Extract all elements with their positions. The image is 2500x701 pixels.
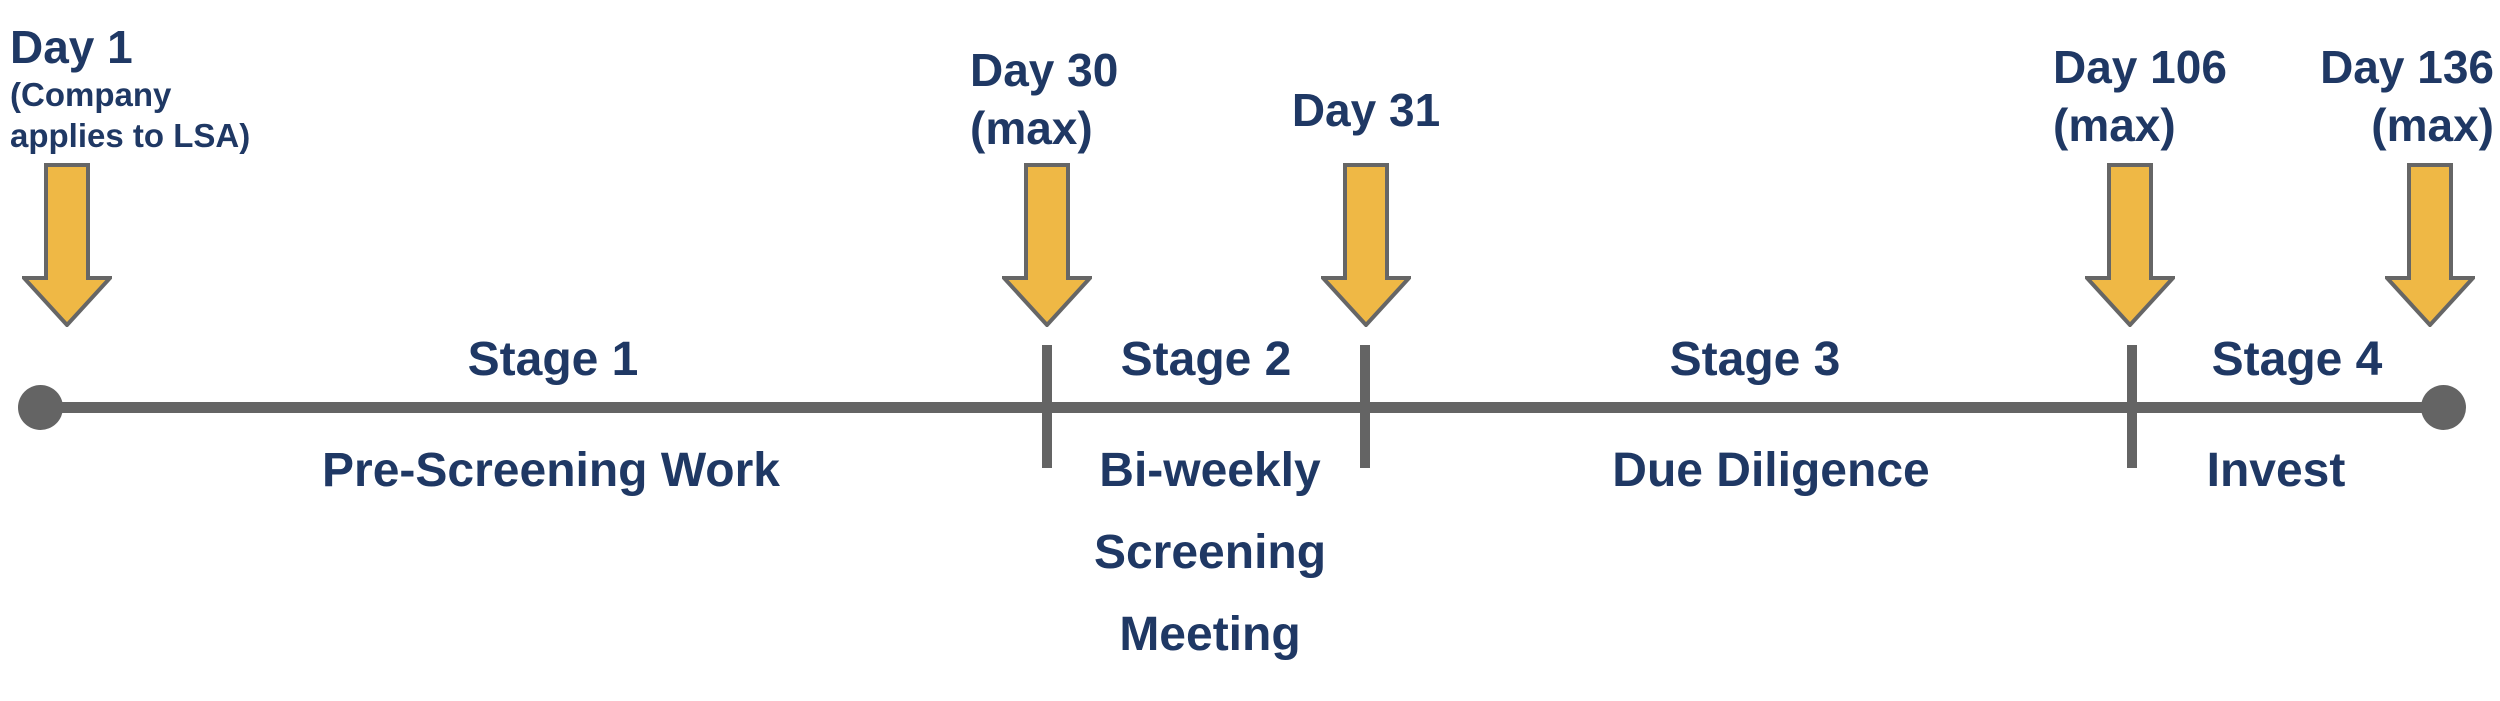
stage-name-line: Screening	[1093, 526, 1327, 579]
stage3-label: Stage 3	[1669, 333, 1841, 386]
milestone-subtitle-line: (max)	[2371, 99, 2494, 151]
stage1-label: Stage 1	[467, 333, 639, 386]
milestone-title: Day 1	[10, 21, 133, 73]
timeline-start-dot	[18, 385, 63, 430]
stage4-label: Stage 4	[2211, 333, 2383, 386]
stage3-name: Due Diligence	[1612, 430, 1929, 512]
stage4-name: Invest	[2207, 430, 2346, 512]
timeline-tick-stage3-4	[2127, 345, 2137, 468]
milestone-day106-label: Day 106 (max)	[2053, 38, 2227, 154]
stage2-name: Bi-weekly Screening Meeting	[1094, 430, 1326, 676]
milestone-day1-label: Day 1 (Company applies to LSA)	[10, 20, 250, 156]
down-arrow-icon	[22, 163, 112, 327]
stage-name-line: Pre-Screening Work	[322, 444, 780, 497]
stage2-label: Stage 2	[1120, 333, 1292, 386]
timeline-end-dot	[2421, 385, 2466, 430]
milestone-title: Day 136	[2320, 41, 2494, 93]
milestone-title: Day 106	[2053, 41, 2227, 93]
milestone-title: Day 30	[970, 44, 1119, 96]
milestone-day30-label: Day 30 (max)	[970, 41, 1118, 157]
down-arrow-icon	[2385, 163, 2475, 327]
timeline-line	[40, 402, 2444, 413]
milestone-subtitle-line: (max)	[2053, 99, 2176, 151]
milestone-subtitle-line: (max)	[970, 102, 1093, 154]
stage1-name: Pre-Screening Work	[322, 430, 780, 512]
stage-name-line: Bi-weekly	[1099, 444, 1321, 497]
stage-name-line: Invest	[2206, 444, 2346, 497]
down-arrow-icon	[1321, 163, 1411, 327]
down-arrow-icon	[2085, 163, 2175, 327]
timeline-tick-stage1-2	[1042, 345, 1052, 468]
stage-name-line: Due Diligence	[1612, 444, 1930, 497]
milestone-day136-label: Day 136 (max)	[2320, 38, 2494, 154]
stage-name-line: Meeting	[1119, 608, 1301, 661]
timeline-tick-stage2-3	[1360, 345, 1370, 468]
milestone-title: Day 31	[1291, 84, 1441, 136]
down-arrow-icon	[1002, 163, 1092, 327]
milestone-subtitle-line: applies to LSA)	[10, 117, 251, 154]
milestone-subtitle-line: (Company	[10, 76, 172, 113]
milestone-day31-label: Day 31	[1292, 81, 1440, 139]
